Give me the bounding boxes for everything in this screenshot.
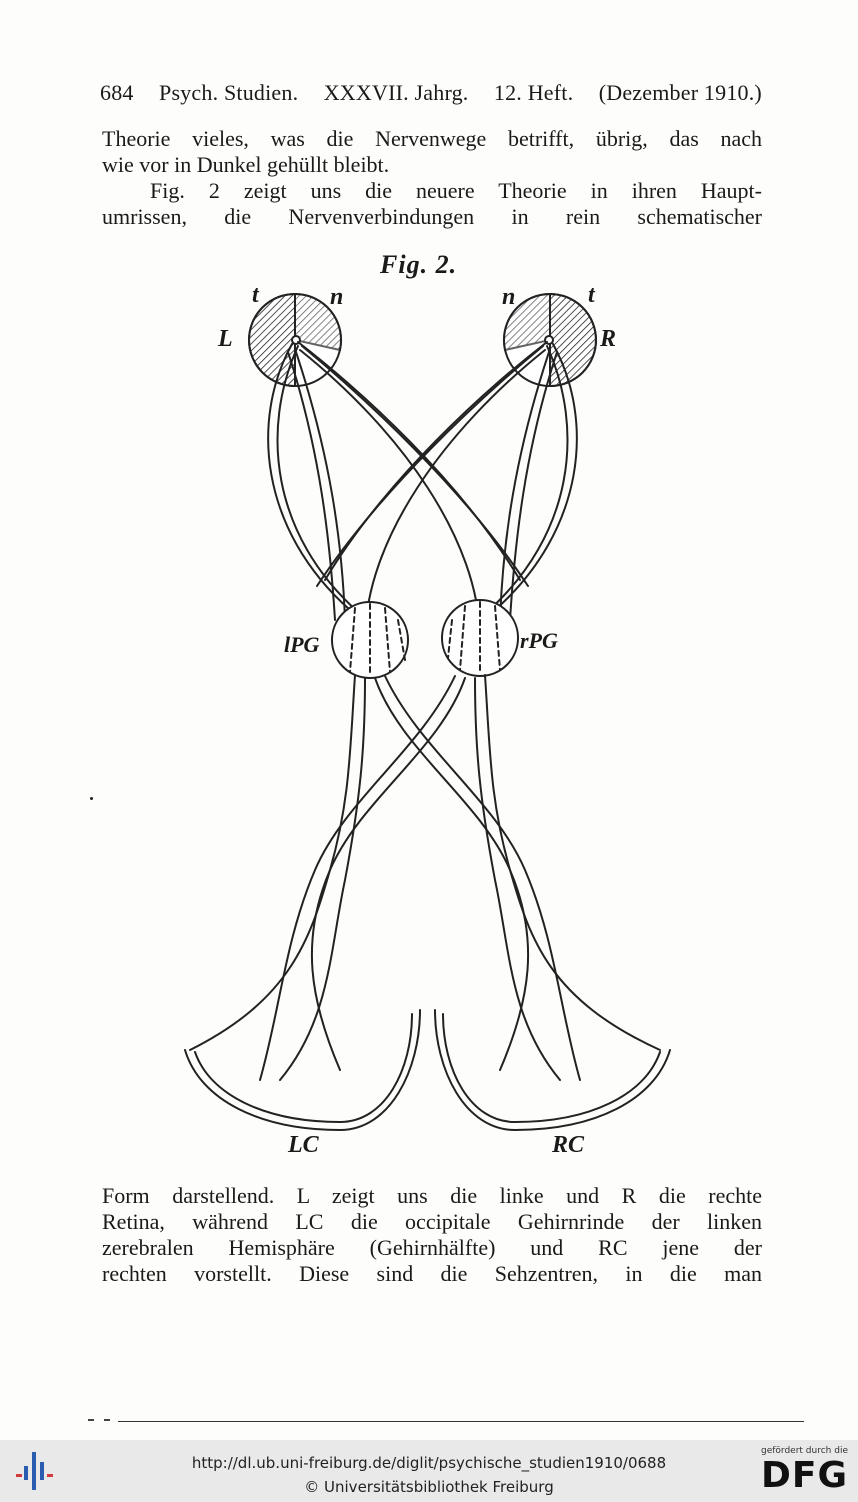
text-line: Theorie vieles, was die Nervenwege betri… <box>102 126 762 151</box>
library-logo-icon <box>16 1452 53 1490</box>
scanned-page: 684 Psych. Studien. XXXVII. Jahrg. 12. H… <box>88 80 804 1422</box>
label-left-n: n <box>330 284 344 310</box>
text-line: umrissen, die Nervenverbindungen in rein… <box>102 204 762 229</box>
right-eye-fibers <box>316 341 578 641</box>
issue-date: (Dezember 1910.) <box>598 80 762 105</box>
label-left-t: t <box>252 282 259 308</box>
left-eye-fibers <box>267 341 529 641</box>
scan-speck <box>90 797 93 800</box>
dfg-logo-icon: DFG <box>760 1455 848 1496</box>
right-retina <box>502 292 597 388</box>
radiations <box>189 674 661 1081</box>
paragraph-3: Form darstellend. L zeigt uns die linke … <box>102 1183 762 1287</box>
label-left-pg: lPG <box>284 632 320 657</box>
paragraph-1: Theorie vieles, was die Nervenwege betri… <box>102 126 762 178</box>
copyright-notice: © Universitätsbibliothek Freiburg <box>304 1478 554 1496</box>
optic-pathway-figure: t n n t L R lPG rPG LC RC <box>180 280 700 1160</box>
right-pg-body <box>441 599 519 677</box>
volume: XXXVII. Jahrg. <box>323 80 469 105</box>
viewer-footer: http://dl.ub.uni-freiburg.de/diglit/psyc… <box>0 1440 858 1502</box>
paragraph-2: Fig. 2 zeigt uns die neuere Theorie in i… <box>102 178 762 230</box>
figure-title: Fig. 2. <box>380 250 458 279</box>
text-line: Form darstellend. L zeigt uns die linke … <box>102 1183 762 1208</box>
label-right-pg: rPG <box>520 628 558 653</box>
journal-title: Psych. Studien. <box>159 80 299 105</box>
page-bottom-rule <box>118 1421 804 1422</box>
right-cortex <box>434 1009 671 1132</box>
rule-mark <box>104 1419 110 1421</box>
text-line: rechten vorstellt. Diese sind die Sehzen… <box>102 1261 762 1286</box>
rule-mark <box>88 1419 94 1421</box>
left-pg-body <box>331 601 409 679</box>
funding-note: gefördert durch die <box>761 1446 848 1456</box>
label-right-retina: R <box>600 326 617 352</box>
nerve-diagram <box>184 292 671 1132</box>
issue: 12. Heft. <box>493 80 574 105</box>
text-line: Retina, während LC die occipitale Gehirn… <box>102 1209 762 1234</box>
label-right-n: n <box>502 284 516 310</box>
text-line: Fig. 2 zeigt uns die neuere Theorie in i… <box>150 178 762 203</box>
text-line: wie vor in Dunkel gehüllt bleibt. <box>102 152 390 177</box>
label-right-t: t <box>588 282 595 308</box>
label-left-retina: L <box>218 326 233 352</box>
text-line: zerebralen Hemisphäre (Gehirnhälfte) und… <box>102 1235 762 1260</box>
funder-logo: gefördert durch die DFG <box>756 1446 848 1498</box>
left-cortex <box>184 1009 421 1132</box>
page-number: 684 <box>100 80 134 105</box>
label-right-cortex: RC <box>552 1132 585 1158</box>
label-left-cortex: LC <box>288 1132 319 1158</box>
running-header: 684 Psych. Studien. XXXVII. Jahrg. 12. H… <box>100 80 762 106</box>
permalink-url[interactable]: http://dl.ub.uni-freiburg.de/diglit/psyc… <box>191 1454 667 1472</box>
